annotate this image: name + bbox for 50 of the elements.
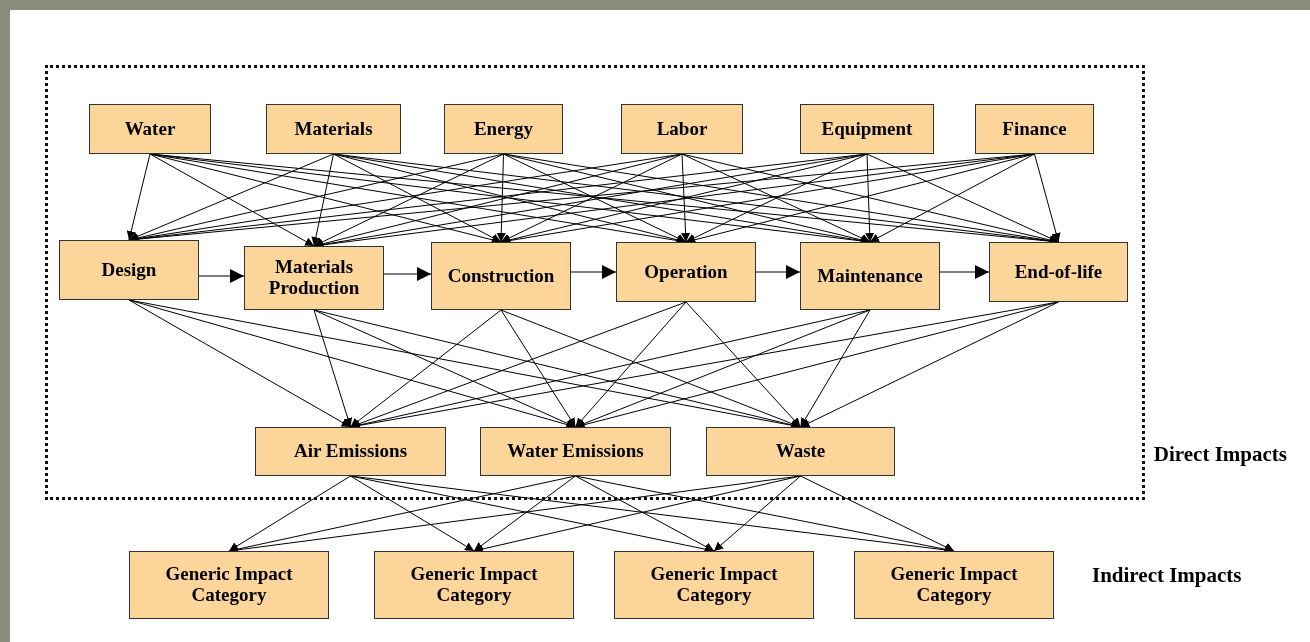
arrow [149,153,315,247]
arrow [800,475,955,552]
process-box: Generic Impact Category [614,551,814,619]
process-box: Design [59,240,199,300]
arrow [496,153,506,243]
process-box: Energy [444,104,563,154]
arrow [500,309,576,428]
process-box: Water [89,104,211,154]
arrow [126,153,151,241]
arrow [128,299,351,428]
arrow [350,475,475,552]
arrow [713,475,801,552]
process-box: Operation [616,242,756,302]
arrow [865,153,875,243]
arrow [575,475,715,552]
arrow [311,153,334,247]
arrow [685,301,801,428]
process-box: Construction [431,242,571,310]
process-box: Generic Impact Category [374,551,574,619]
arrow [570,265,617,279]
process-box: Finance [975,104,1094,154]
process-box: Labor [621,104,743,154]
process-box: Generic Impact Category [854,551,1054,619]
arrow [800,309,871,428]
arrow [198,269,245,283]
arrow [228,475,351,552]
process-box: Equipment [800,104,934,154]
layer-label: Indirect Impacts [1092,563,1242,588]
process-box: Maintenance [800,242,940,310]
process-box: Materials [266,104,401,154]
arrow [800,301,1059,428]
process-box: Air Emissions [255,427,446,476]
process-box: Materials Production [244,246,384,310]
arrow [128,153,334,241]
arrow [313,309,576,428]
arrow [1034,153,1061,243]
arrow [473,475,576,552]
process-box: Waste [706,427,895,476]
process-box: End-of-life [989,242,1128,302]
arrow [681,153,691,243]
arrow [939,265,990,279]
arrow [575,301,687,428]
arrow [313,309,353,428]
process-box: Generic Impact Category [129,551,329,619]
arrow [350,309,502,428]
arrow [313,153,504,247]
arrow [755,265,801,279]
arrow [383,267,432,281]
arrow [333,153,502,243]
process-box: Water Emissions [480,427,671,476]
